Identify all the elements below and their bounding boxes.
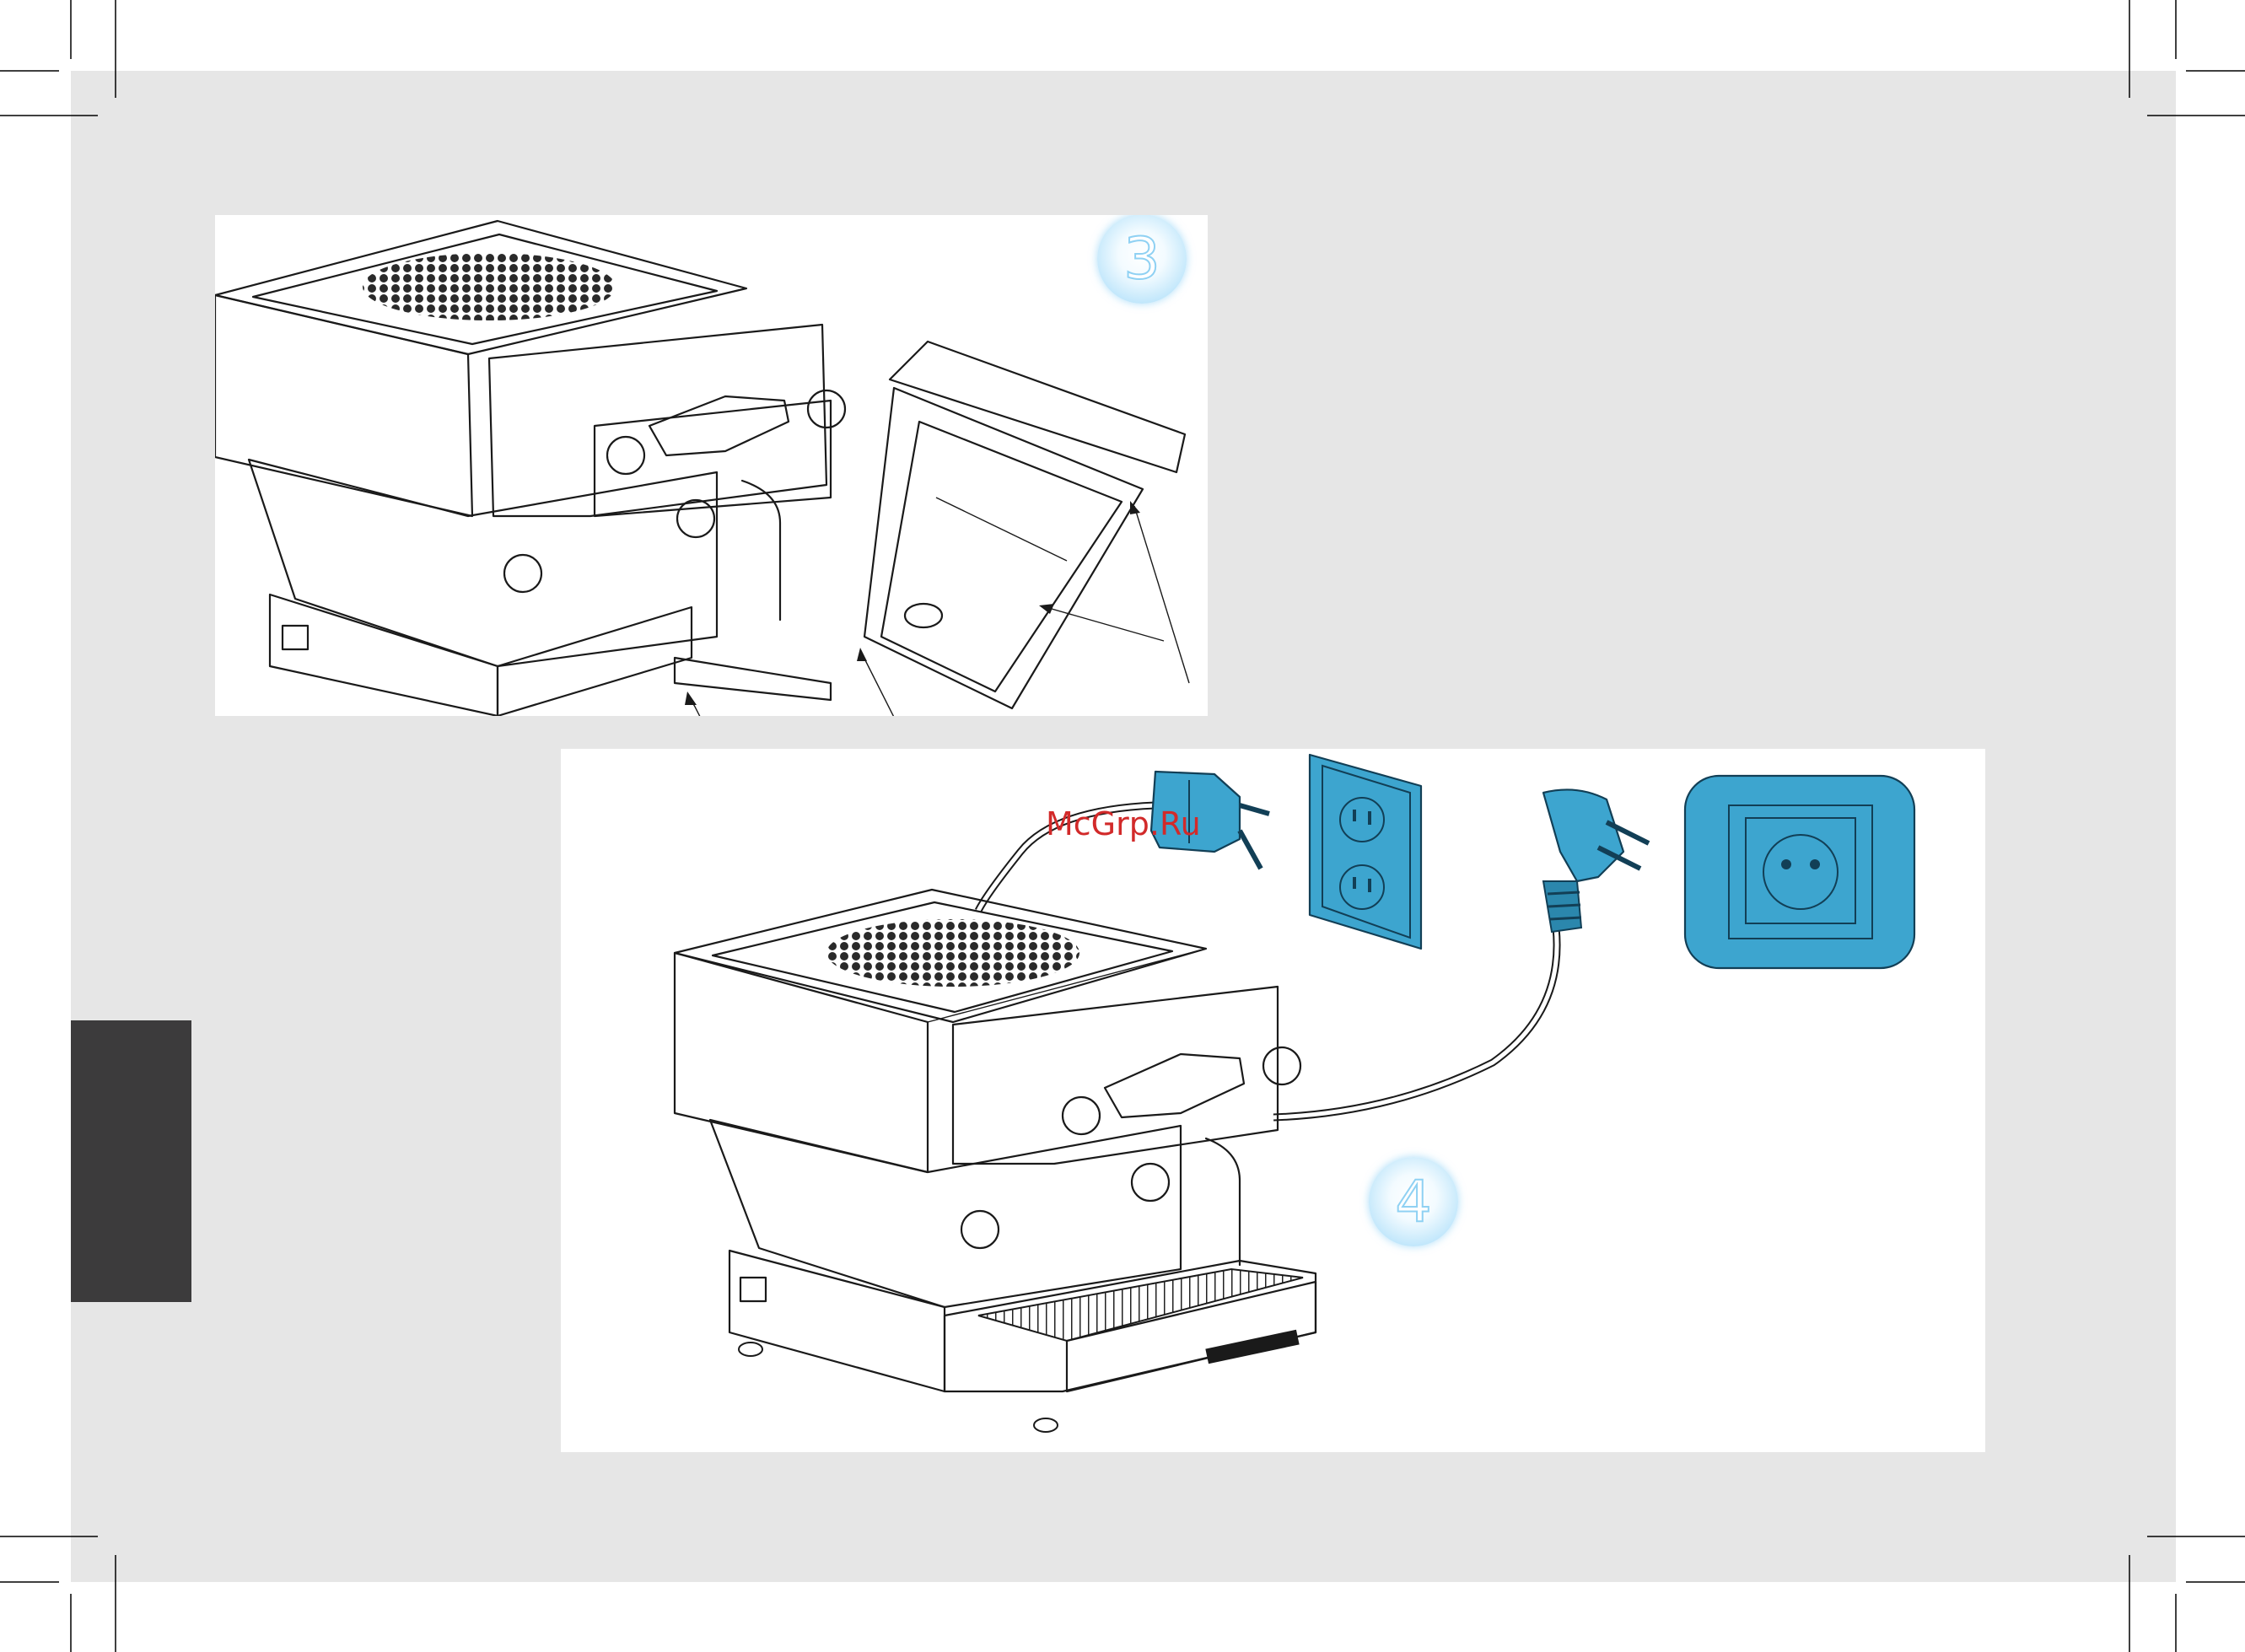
machine-drip-tray-removed <box>215 215 1208 716</box>
watermark: McGrp.Ru <box>1046 805 1201 842</box>
step-4-illustration: 4 <box>561 749 1985 1452</box>
machine-power-connection <box>561 749 1985 1452</box>
step-4-badge: 4 <box>1369 1157 1458 1246</box>
chapter-tab <box>71 1020 191 1302</box>
step-3-illustration: 3 <box>215 215 1208 716</box>
step-3-badge: 3 <box>1097 215 1187 304</box>
